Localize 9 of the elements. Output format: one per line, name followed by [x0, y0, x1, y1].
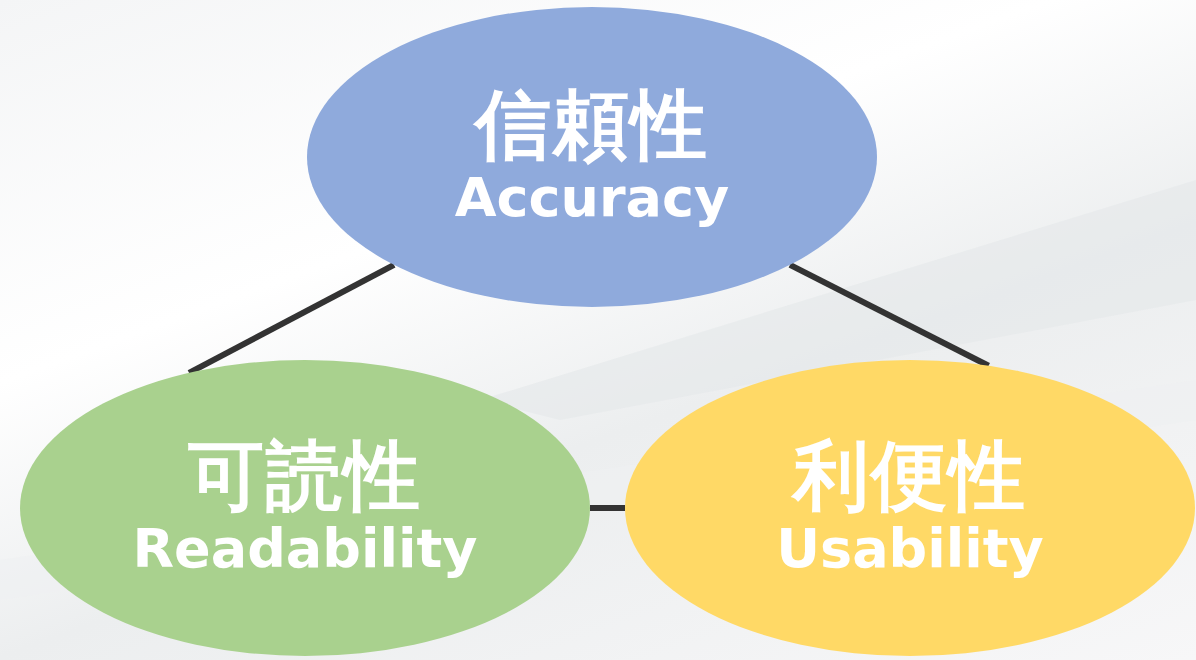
connector-line: [187, 262, 396, 376]
connector-line: [590, 505, 625, 511]
node-title: 利便性: [793, 433, 1027, 518]
node-subtitle: Usability: [776, 517, 1044, 583]
node-subtitle: Accuracy: [454, 166, 730, 232]
node-title: 可読性: [188, 433, 422, 518]
connector-line: [788, 262, 990, 369]
node-subtitle: Readability: [132, 517, 478, 583]
node-title: 信頼性: [475, 82, 709, 167]
